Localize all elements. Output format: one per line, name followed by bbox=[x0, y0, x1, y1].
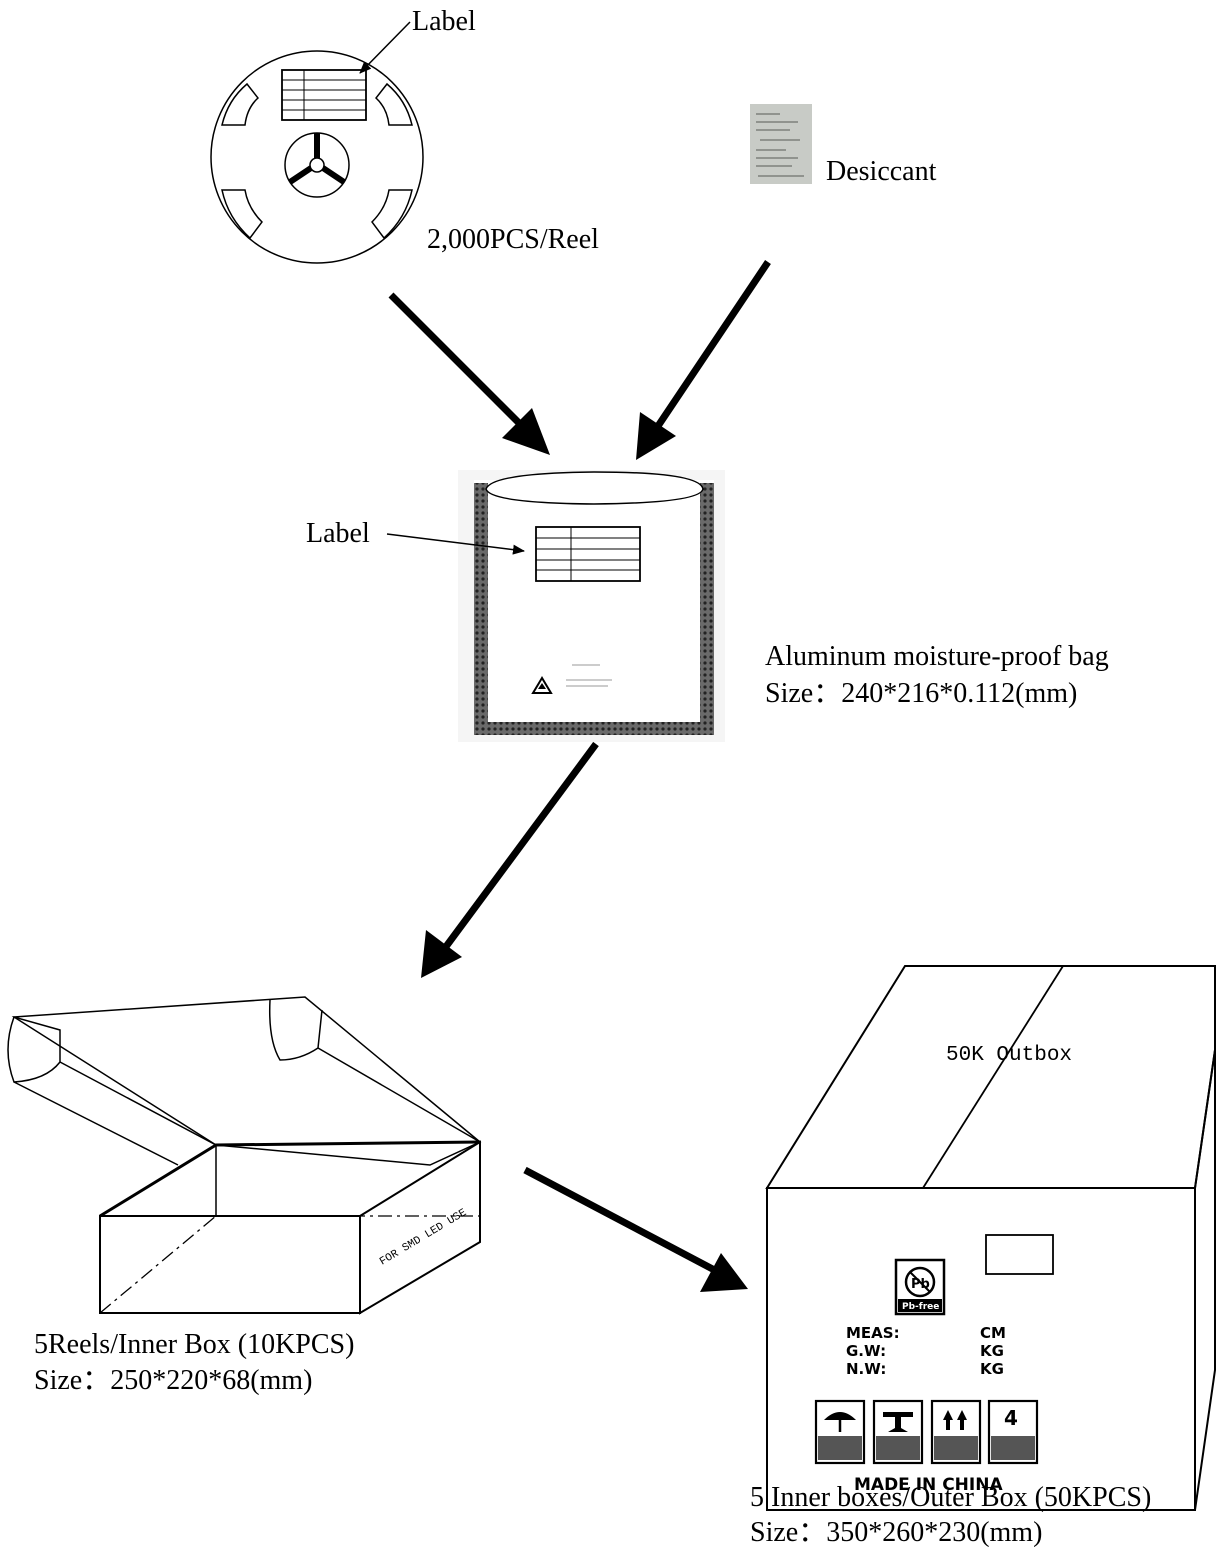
inner-box-lid bbox=[11, 996, 482, 1166]
esd-warning-icon bbox=[531, 664, 612, 694]
inner-box: FOR SMD LED USE 5Reels/Inner Box (10KPCS… bbox=[7, 996, 482, 1396]
bag-size-text: Size：240*216*0.112(mm) bbox=[765, 678, 1077, 709]
meas-label: MEAS: bbox=[846, 1324, 900, 1342]
bag-title-text: Aluminum moisture-proof bag bbox=[765, 641, 1109, 672]
gw-label: G.W: bbox=[846, 1342, 886, 1360]
outer-box-front bbox=[766, 1187, 1196, 1511]
reel-diagram: Label 2,000PCS/Reel bbox=[210, 6, 599, 264]
handle-with-care-icon bbox=[872, 1399, 924, 1465]
pb-free-badge: Pb Pb-free bbox=[894, 1258, 946, 1316]
nw-label: N.W: bbox=[846, 1360, 886, 1378]
stack-limit-icon: 4 bbox=[987, 1399, 1039, 1465]
arrow-bag-to-inner-box bbox=[421, 741, 599, 978]
reel-label-text: Label bbox=[412, 6, 476, 37]
meas-unit: CM bbox=[980, 1324, 1006, 1342]
inner-box-size-text: Size：250*220*68(mm) bbox=[34, 1365, 312, 1396]
keep-dry-icon bbox=[814, 1399, 866, 1465]
reel-window-left-bottom bbox=[221, 189, 263, 240]
outer-box-blank-label bbox=[985, 1234, 1054, 1275]
bag-body bbox=[474, 480, 714, 735]
reel-label-sticker bbox=[281, 69, 367, 121]
reel-window-right-top bbox=[374, 82, 413, 126]
svg-text:Pb-free: Pb-free bbox=[902, 1302, 939, 1312]
outer-box-top-print: 50K Outbox bbox=[946, 1044, 1072, 1067]
inner-box-side bbox=[359, 1140, 481, 1315]
outer-box: 50K Outbox Pb Pb-free MEAS: G.W: N.W: CM… bbox=[750, 965, 1216, 1547]
outer-box-size-text: Size：350*260*230(mm) bbox=[750, 1517, 1042, 1547]
bag-label-arrow bbox=[386, 533, 525, 555]
bag-label-sticker bbox=[535, 526, 641, 582]
arrow-desiccant-to-bag bbox=[636, 260, 771, 460]
desiccant-text: Desiccant bbox=[826, 156, 937, 187]
svg-text:4: 4 bbox=[1004, 1406, 1018, 1430]
inner-box-front bbox=[99, 1215, 361, 1314]
nw-unit: KG bbox=[980, 1360, 1004, 1378]
moisture-proof-bag: Label Aluminum moisture-proof bag Size：2… bbox=[306, 470, 1109, 742]
reel-window-left-top bbox=[221, 82, 260, 126]
reel-outline bbox=[210, 50, 424, 264]
outer-box-side bbox=[1194, 1049, 1216, 1511]
desiccant-pack bbox=[750, 104, 812, 184]
inner-box-title-text: 5Reels/Inner Box (10KPCS) bbox=[34, 1329, 354, 1360]
this-way-up-icon bbox=[930, 1399, 982, 1465]
gw-unit: KG bbox=[980, 1342, 1004, 1360]
flow-arrows bbox=[388, 260, 771, 1292]
arrow-inner-to-outer-box bbox=[523, 1166, 748, 1292]
outer-box-top bbox=[765, 965, 1216, 1189]
reel-window-right-bottom bbox=[371, 189, 413, 240]
bag-label-text: Label bbox=[306, 518, 370, 549]
reel-label-arrow bbox=[359, 21, 411, 74]
made-in-china-text: MADE IN CHINA bbox=[854, 1475, 1003, 1495]
reel-quantity-text: 2,000PCS/Reel bbox=[427, 224, 599, 255]
desiccant-item: Desiccant bbox=[750, 104, 937, 187]
outer-box-title-text: 5 Inner boxes/Outer Box (50KPCS) bbox=[750, 1482, 1151, 1513]
bag-opening bbox=[485, 471, 704, 505]
arrow-reel-to-bag bbox=[388, 292, 550, 455]
